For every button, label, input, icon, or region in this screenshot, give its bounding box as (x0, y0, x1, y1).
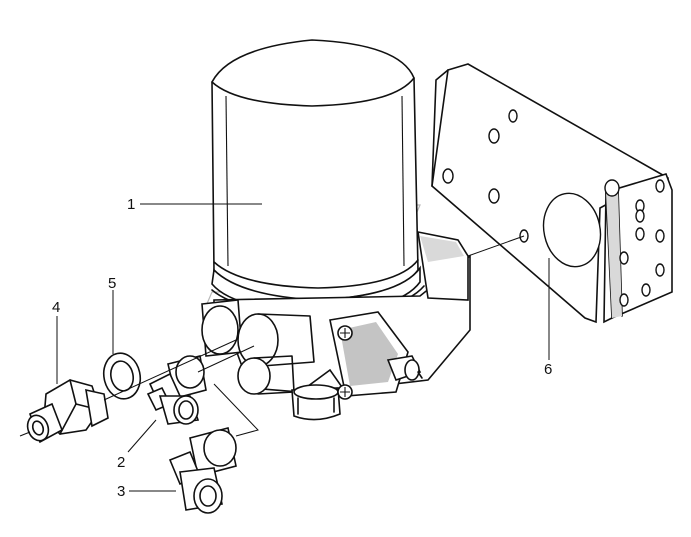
straight-fitting (26, 379, 109, 444)
sealing-ring (102, 352, 142, 400)
callout-label-1: 1 (127, 196, 135, 213)
leader-2 (127, 419, 157, 453)
callout-label-2: 2 (117, 454, 125, 471)
callout-label-6: 6 (544, 361, 552, 378)
valve-housing (201, 230, 471, 421)
callout-label-5: 5 (108, 275, 116, 292)
callouts: 1 2 3 4 5 6 (52, 196, 552, 500)
elbow-fitting-upper (146, 355, 207, 425)
callout-label-3: 3 (117, 483, 125, 500)
callout-label-4: 4 (52, 299, 60, 316)
dryer-cartridge (211, 39, 425, 317)
elbow-fitting-lower (168, 427, 237, 514)
assembly-axis-lines (19, 235, 525, 437)
mounting-bracket (431, 63, 673, 324)
